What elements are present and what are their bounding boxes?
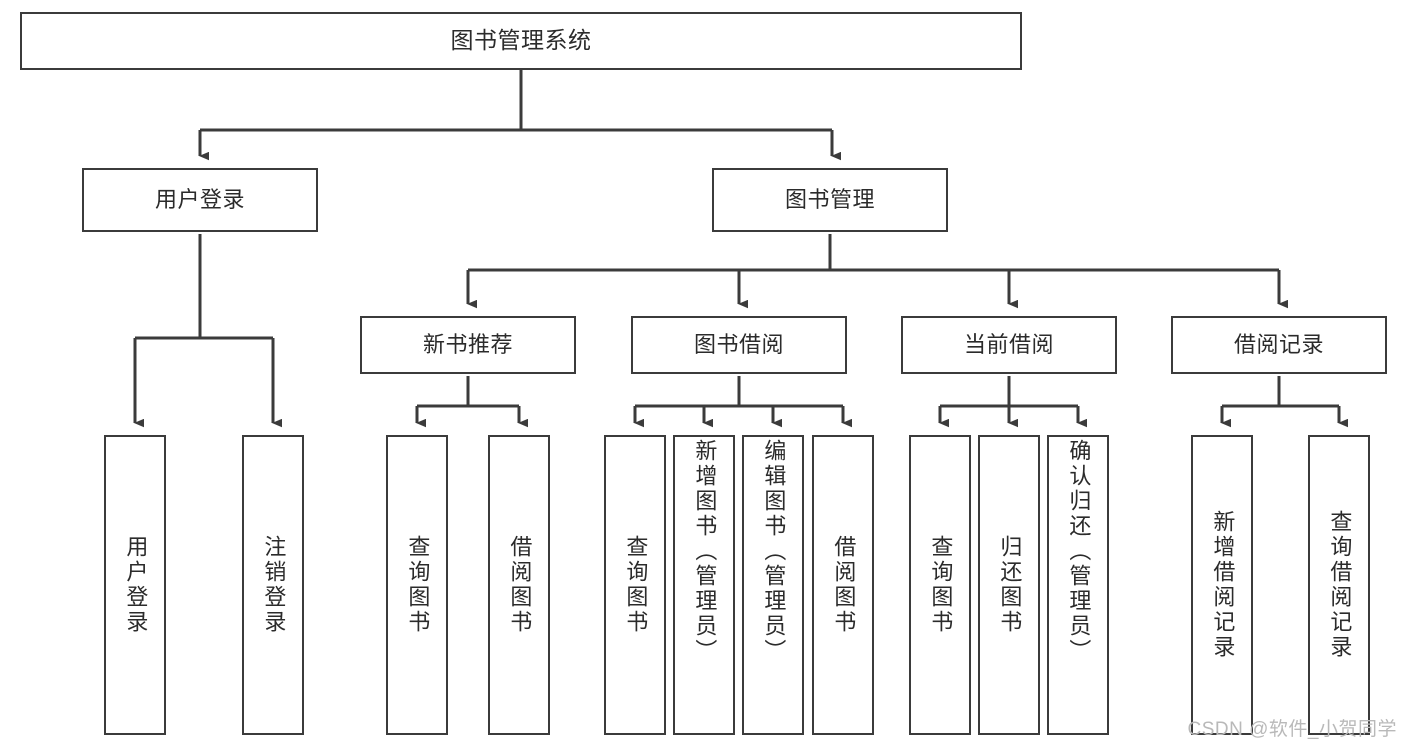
node-book-management[interactable]: 图书管理 — [712, 168, 948, 232]
node-leaf-borrow-add-book-label: 新增图书（管理员） — [692, 439, 718, 664]
node-book-management-label: 图书管理 — [784, 186, 875, 212]
node-leaf-borrow-edit-book[interactable]: 编辑图书（管理员） — [742, 435, 804, 735]
node-new-book-recommend[interactable]: 新书推荐 — [360, 316, 576, 374]
node-current-borrow-label: 当前借阅 — [963, 331, 1054, 357]
node-leaf-current-query-book-label: 查询图书 — [928, 535, 954, 635]
node-leaf-record-add-label: 新增借阅记录 — [1210, 510, 1236, 660]
node-new-book-recommend-label: 新书推荐 — [422, 331, 513, 357]
node-leaf-record-query[interactable]: 查询借阅记录 — [1308, 435, 1370, 735]
node-book-borrow-label: 图书借阅 — [693, 331, 784, 357]
node-leaf-current-return-book[interactable]: 归还图书 — [978, 435, 1040, 735]
node-book-borrow[interactable]: 图书借阅 — [631, 316, 847, 374]
node-leaf-new-book-borrow-label: 借阅图书 — [507, 535, 533, 635]
node-borrow-record-label: 借阅记录 — [1233, 331, 1324, 357]
node-root[interactable]: 图书管理系统 — [20, 12, 1022, 70]
node-leaf-current-query-book[interactable]: 查询图书 — [909, 435, 971, 735]
node-leaf-new-book-query-label: 查询图书 — [405, 535, 431, 635]
node-leaf-user-login-signin[interactable]: 用户登录 — [104, 435, 166, 735]
node-leaf-current-confirm-return-label: 确认归还（管理员） — [1066, 439, 1092, 664]
node-leaf-current-return-book-label: 归还图书 — [997, 535, 1023, 635]
node-leaf-record-query-label: 查询借阅记录 — [1327, 510, 1353, 660]
node-leaf-user-login-signout[interactable]: 注销登录 — [242, 435, 304, 735]
node-leaf-new-book-borrow[interactable]: 借阅图书 — [488, 435, 550, 735]
node-leaf-current-confirm-return[interactable]: 确认归还（管理员） — [1047, 435, 1109, 735]
node-current-borrow[interactable]: 当前借阅 — [901, 316, 1117, 374]
node-leaf-user-login-signout-label: 注销登录 — [261, 535, 287, 635]
node-leaf-new-book-query[interactable]: 查询图书 — [386, 435, 448, 735]
node-leaf-borrow-query-book[interactable]: 查询图书 — [604, 435, 666, 735]
node-borrow-record[interactable]: 借阅记录 — [1171, 316, 1387, 374]
node-leaf-borrow-query-book-label: 查询图书 — [623, 535, 649, 635]
node-user-login[interactable]: 用户登录 — [82, 168, 318, 232]
node-leaf-user-login-signin-label: 用户登录 — [123, 535, 149, 635]
node-leaf-borrow-borrow-book[interactable]: 借阅图书 — [812, 435, 874, 735]
node-user-login-label: 用户登录 — [154, 186, 245, 212]
node-root-label: 图书管理系统 — [450, 27, 592, 54]
node-leaf-borrow-edit-book-label: 编辑图书（管理员） — [761, 439, 787, 664]
node-leaf-record-add[interactable]: 新增借阅记录 — [1191, 435, 1253, 735]
node-leaf-borrow-add-book[interactable]: 新增图书（管理员） — [673, 435, 735, 735]
node-leaf-borrow-borrow-book-label: 借阅图书 — [831, 535, 857, 635]
